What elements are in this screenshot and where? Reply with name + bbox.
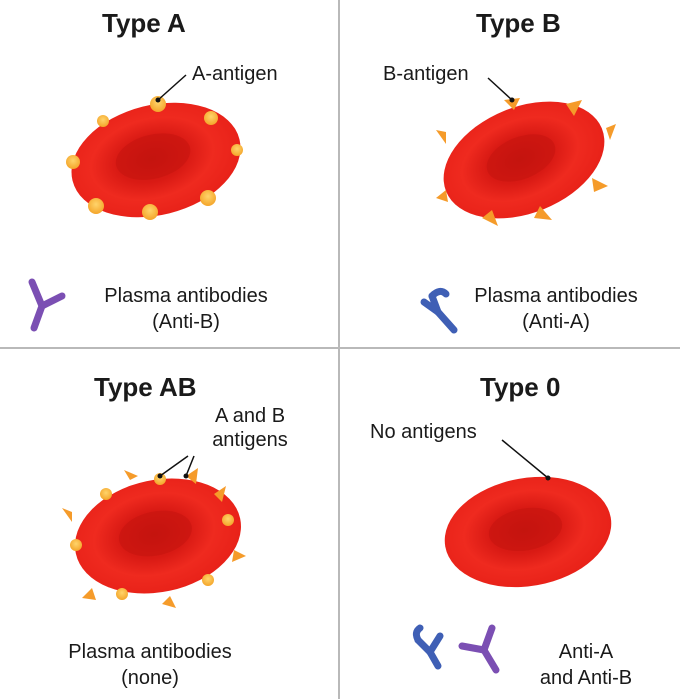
red-blood-cell-icon xyxy=(71,102,241,218)
anti-b-antibody-icon xyxy=(458,624,500,674)
type-ab-title: Type AB xyxy=(94,372,197,402)
type-a-antibodies-line2: (Anti-B) xyxy=(152,311,220,333)
a-antigen-icon xyxy=(70,473,234,600)
type-b-title: Type B xyxy=(476,8,561,38)
type-o-title: Type 0 xyxy=(480,372,561,402)
a-antigen-label: A-antigen xyxy=(192,63,278,85)
anti-a-antibody-icon xyxy=(412,624,444,670)
type-o-antibodies-line2: and Anti-B xyxy=(539,667,633,689)
type-o-cell xyxy=(444,439,612,588)
type-a-antibodies-line1: Plasma antibodies xyxy=(104,285,268,307)
vertical-divider xyxy=(338,0,340,699)
red-blood-cell-icon xyxy=(444,476,612,588)
type-ab-cell xyxy=(62,455,246,608)
type-o-antibodies-line1: Anti-A xyxy=(558,641,614,663)
type-b-cell xyxy=(436,77,616,226)
red-blood-cell-icon xyxy=(75,478,241,594)
type-b-antibodies-line2: (Anti-A) xyxy=(522,311,590,333)
anti-a-antibody-icon xyxy=(420,287,458,334)
anti-b-antibody-icon xyxy=(28,278,66,332)
a-antigen-icon xyxy=(66,96,243,220)
ab-antigen-label-line2: antigens xyxy=(212,429,288,451)
type-b-antibodies-line1: Plasma antibodies xyxy=(474,285,638,307)
type-a-title: Type A xyxy=(102,8,186,38)
type-ab-antibodies-line1: Plasma antibodies xyxy=(68,641,232,663)
b-antigen-label: B-antigen xyxy=(383,63,469,85)
b-antigen-icon xyxy=(62,468,246,608)
type-ab-antibodies-line2: (none) xyxy=(121,667,179,689)
horizontal-divider xyxy=(0,347,680,349)
b-antigen-icon xyxy=(436,98,616,226)
ab-antigen-label-line1: A and B xyxy=(214,405,286,427)
type-a-cell xyxy=(66,74,243,220)
red-blood-cell-icon xyxy=(443,101,605,219)
no-antigens-label: No antigens xyxy=(370,421,477,443)
